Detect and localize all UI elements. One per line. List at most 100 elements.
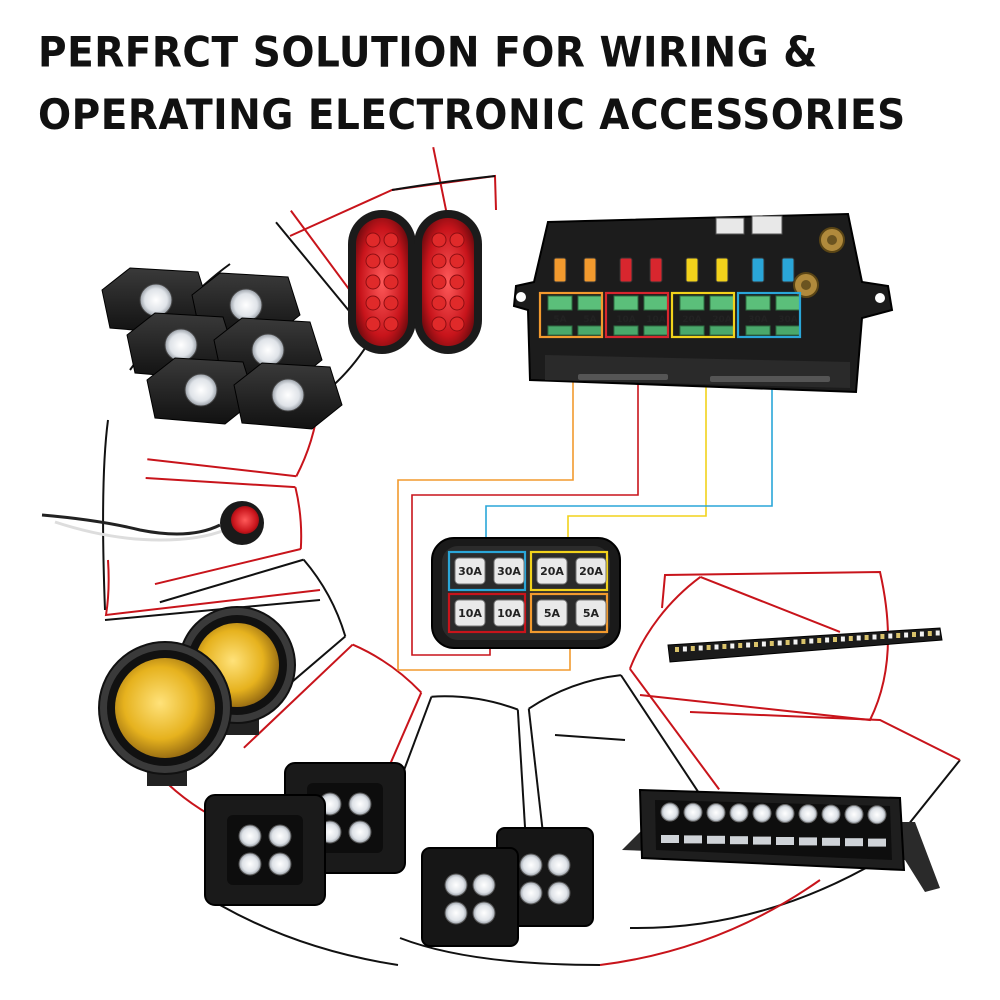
tail-light-led [431,295,447,311]
slim-light-bar-icon [667,627,943,663]
tail-light-led [431,232,447,248]
slim-bar-led [840,636,845,642]
arc-inner-segment [302,558,347,637]
light-bar-strip [707,835,725,844]
switch-button [493,557,525,585]
blade-fuse-icon [781,257,795,283]
headline-line-1: PERFRCT SOLUTION FOR WIRING & [38,28,818,78]
tail-light-led [383,253,399,269]
slim-bar-led [896,633,901,638]
slim-bar-led [801,639,806,644]
blade-fuse-icon [751,257,765,283]
slim-bar-led [904,632,909,638]
light-bar-strip [799,837,817,846]
terminal-block [679,325,705,336]
blade-fuse-icon [553,257,567,283]
tail-light-led [431,274,447,290]
rock-light-lens [229,288,263,322]
arc-outer-segment [639,570,889,722]
light-bar-strip [868,838,886,847]
light-bar-led [660,802,680,822]
rock-light-lens [164,328,198,362]
fuse-group-frame [736,291,802,339]
tail-light-led [449,295,465,311]
slim-bar-led [793,639,798,645]
slim-bar-led [848,636,853,641]
slim-bar-led [714,644,719,650]
fuse-rating-label: 10A [616,315,636,325]
arc-divider [145,477,296,489]
tail-light-led [365,295,381,311]
switch-button [536,599,568,627]
terminal-post-icon [793,272,819,298]
terminal-block [643,295,669,311]
tail-light-lens [422,218,474,346]
pod-light-face [227,815,303,885]
slim-bar-led [777,640,782,646]
switch-group-frame [529,592,609,634]
fuse-rating-label: 30A [778,315,798,325]
marker-light-icon [41,501,264,545]
terminal-block [613,295,639,311]
arc-outer-segment [399,937,601,966]
slim-bar-led [746,642,751,648]
pod-light-led [238,852,262,876]
arc-outer-segment [102,419,109,611]
cube-light-led [519,853,543,877]
slim-bar-led [730,643,735,649]
tail-light-led [449,316,465,332]
light-bar-led [844,804,864,824]
switch-button-label: 5A [583,607,600,620]
pod-light-led [238,824,262,848]
light-bar-strip [753,836,771,845]
slim-bar-led [880,634,885,639]
switch-button-label: 30A [458,565,482,578]
switch-button [536,557,568,585]
terminal-block [613,325,639,336]
cube-light-led [444,873,468,897]
switch-button-label: 30A [497,565,521,578]
fuse-group-frame [604,291,670,339]
pod-light-led [268,824,292,848]
slim-bar-led [935,630,940,636]
slim-bar-led [722,644,727,649]
light-bar-strip [845,838,863,847]
arc-outer-segment [104,599,321,621]
slim-bar-led [927,631,932,636]
switch-button [575,557,607,585]
cube-light-led [472,873,496,897]
arc-outer-segment [689,711,961,761]
light-bar-strip [730,836,748,845]
slim-bar-led [833,637,837,642]
rock-light-lens [139,283,173,317]
light-bar-led [683,802,703,822]
switch-button-label: 20A [579,565,603,578]
arc-divider [154,548,302,586]
slim-bar-led [809,638,814,644]
arc-divider [700,576,841,633]
slim-bar-led [675,647,679,652]
tail-light-led [383,295,399,311]
arc-divider [159,558,304,604]
light-bar-strip [822,837,840,846]
tail-light-led [365,253,381,269]
cube-light-led [444,901,468,925]
tail-light-led [365,274,381,290]
arc-outer-segment [599,879,821,966]
fuse-group-frame [538,291,604,339]
terminal-block [643,325,669,336]
switch-button [493,599,525,627]
rock-light-lens [271,378,305,412]
arc-inner-segment [528,674,622,710]
terminal-block [577,295,603,311]
fuse-rating-label: 10A [646,315,666,325]
switch-button [454,557,486,585]
wiring-lines [397,340,773,671]
cube-light-led [547,853,571,877]
terminal-post-icon [819,227,845,253]
tail-light-led [383,316,399,332]
rock-light-lens [251,333,285,367]
slim-bar-led [817,638,822,643]
tail-light-led [449,274,465,290]
